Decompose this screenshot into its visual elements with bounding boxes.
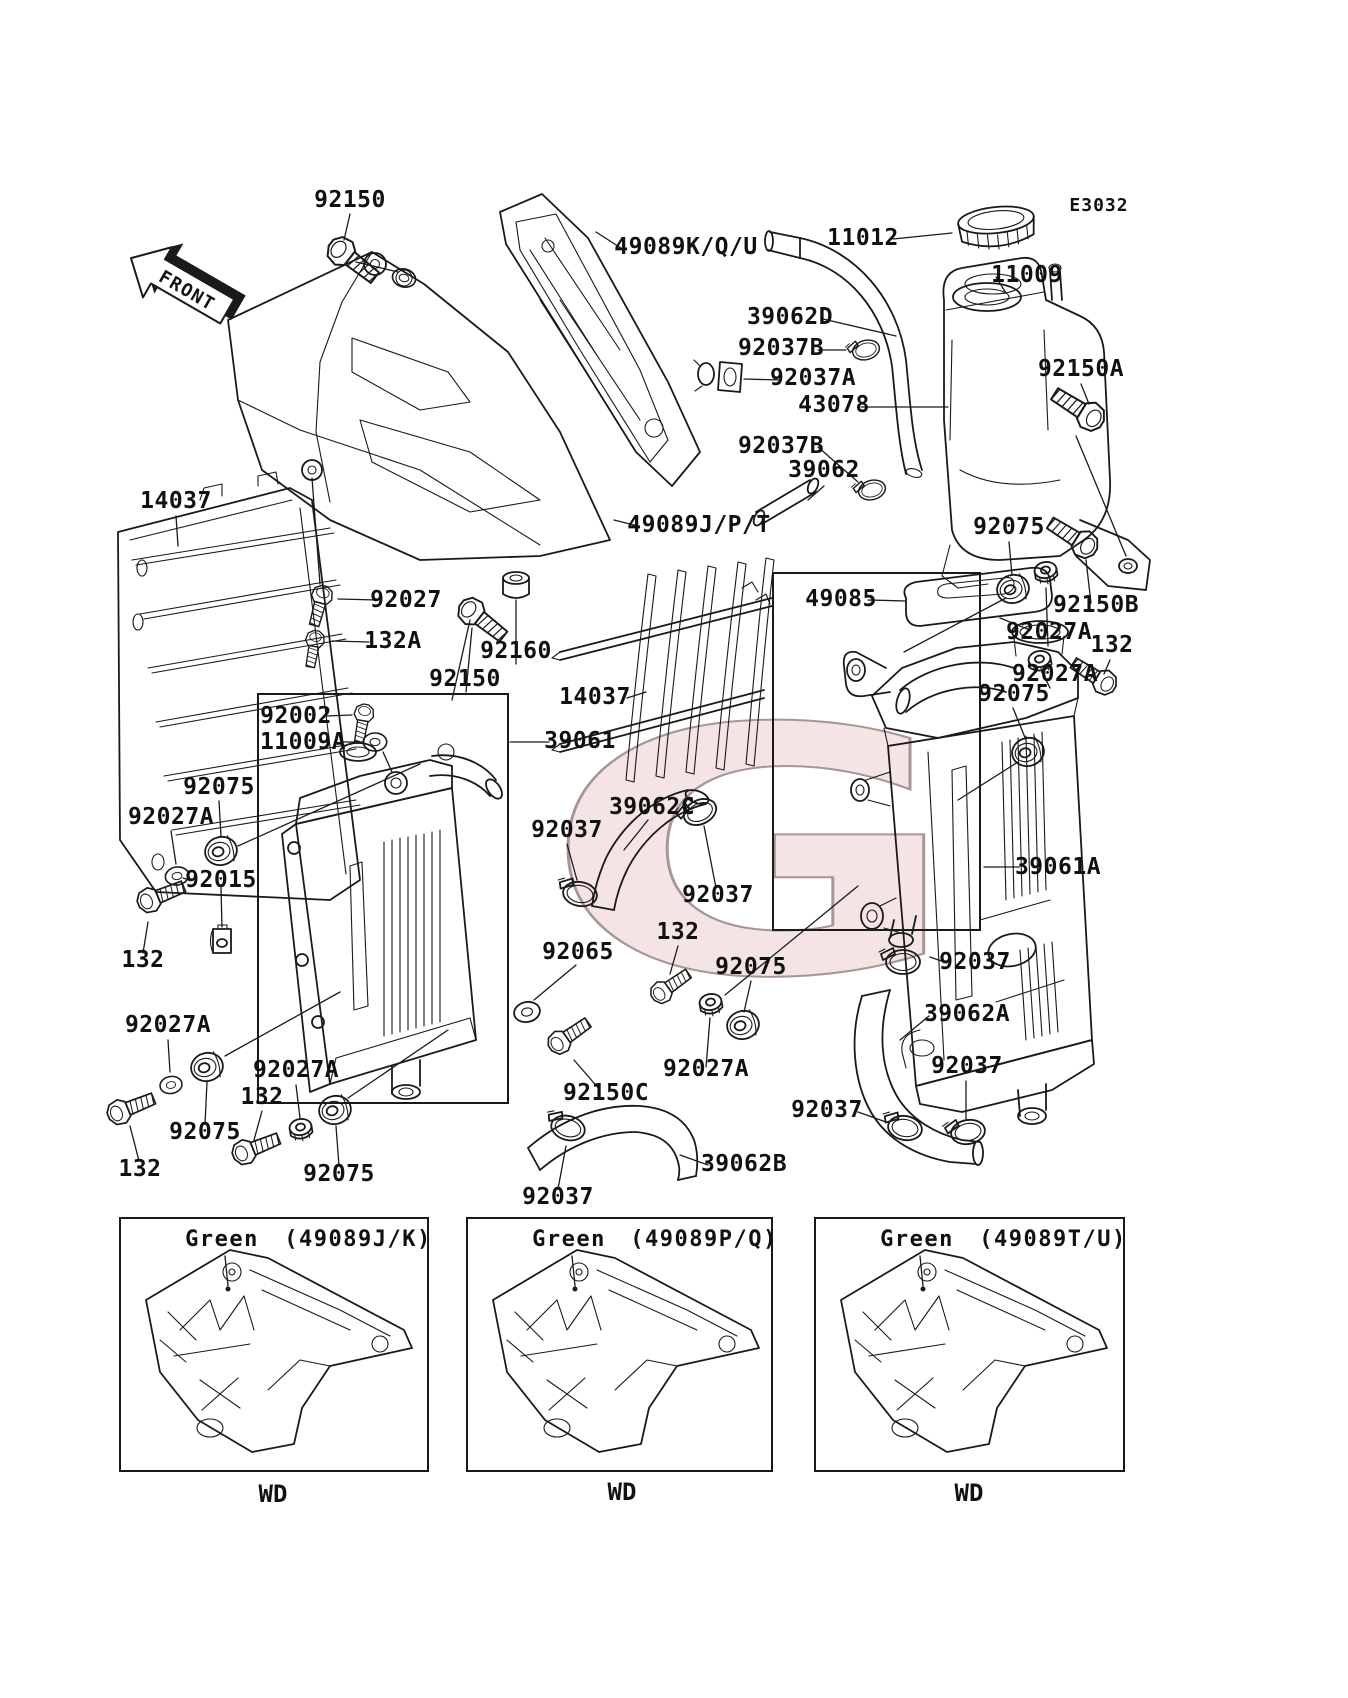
part-label-92075-R1: 92075 [973,514,1045,540]
variant-code-label: (49089J/K) [284,1227,431,1252]
leader-lines [129,213,1127,1190]
part-label-39061: 39061 [544,728,616,754]
part-label-43078: 43078 [798,392,870,418]
part-label-92037-BC: 92037 [522,1184,594,1210]
hose-39062D-drawing [764,230,923,478]
part-label-39062: 39062 [788,457,860,483]
reserve-tank-drawing [941,202,1151,591]
part-label-92037-R1: 92037 [939,949,1011,975]
variant-box-2: Green (49089P/Q) WD [466,1217,777,1506]
part-label-11012: 11012 [827,225,899,251]
artwork-layer: FRONT E3032 [103,193,1151,1190]
bolt-92150A [1045,380,1111,437]
part-label-132-R: 132 [1090,632,1133,658]
part-label-39061A: 39061A [1015,854,1101,880]
variant-footer: WD [955,1479,984,1507]
part-label-92075-L: 92075 [183,774,255,800]
louver-middle-drawing [551,557,775,783]
part-label-132-MC: 132 [656,919,699,945]
part-label-39062D: 39062D [747,304,833,330]
part-label-92002: 92002 [260,703,332,729]
part-label-92027: 92027 [370,587,442,613]
bolt-132A [300,628,327,670]
variant-code-label: (49089T/U) [979,1227,1126,1252]
louver-left-drawing [117,471,361,901]
hose-39062B-drawing [527,1104,699,1181]
part-label-11009: 11009 [991,262,1063,288]
part-label-132-B2: 132 [240,1084,283,1110]
part-label-92037-BM: 92037 [791,1097,863,1123]
damper-92160 [502,571,530,599]
part-label-92150C: 92150C [563,1080,649,1106]
variant-footer: WD [608,1478,637,1506]
part-label-92150A: 92150A [1038,356,1124,382]
part-label-49089JPT: 49089J/P/T [627,512,770,538]
part-label-92027A-R1: 92027A [1006,619,1092,645]
variant-color-label: Green [532,1227,606,1252]
part-label-92150B: 92150B [1053,592,1139,618]
variant-color-label: Green [880,1227,954,1252]
part-label-92027A-B2: 92027A [253,1057,339,1083]
part-label-92037-MC: 92037 [682,882,754,908]
part-label-11009A: 11009A [260,729,346,755]
radiator-left-group [257,693,509,1104]
part-label-132A: 132A [364,628,421,654]
part-label-92027A-R2: 92027A [1012,661,1098,687]
part-label-92015: 92015 [185,867,257,893]
bolt-132-left [133,874,189,917]
part-label-92075-B2: 92075 [303,1161,375,1187]
part-label-92037-R2: 92037 [931,1053,1003,1079]
variant-code-label: (49089P/Q) [630,1227,777,1252]
part-label-39062C: 39062C [609,794,695,820]
part-label-92075-R2: 92075 [978,681,1050,707]
group-box-39061 [257,693,509,1104]
part-label-92027A-B1: 92027A [125,1012,211,1038]
part-label-132-L1: 132 [121,947,164,973]
part-label-92150-top: 92150 [314,187,386,213]
part-label-92150-2: 92150 [429,666,501,692]
variant-footer: WD [259,1480,288,1508]
part-label-49085: 49085 [805,586,877,612]
part-label-92037-ML: 92037 [531,817,603,843]
variant-color-label: Green [185,1227,259,1252]
part-labels-layer: 92150 49089K/Q/U 11012 11009 39062D 92037B 920… [118,187,1139,1210]
group-box-39061A [772,572,981,931]
front-direction-arrow: FRONT [130,243,246,325]
bolt-92002 [348,702,376,745]
variant-box-1: Green (49089J/K) WD [119,1217,431,1508]
part-label-92075-B1: 92075 [169,1119,241,1145]
diagram-code: E3032 [1069,195,1128,216]
bolt-132-b1 [103,1086,159,1129]
hose-39062-drawing [752,477,820,527]
part-label-132-B1: 132 [118,1156,161,1182]
variant-box-3: Green (49089T/U) WD [814,1217,1126,1507]
clamp-92037A-drawing [693,359,743,393]
part-label-49089KQU: 49089K/Q/U [614,234,757,260]
bolt-92150B [1041,510,1104,564]
variant-boxes: Green (49089J/K) WD Green (49089P/Q) WD … [119,1217,1126,1508]
part-label-92037A: 92037A [770,365,856,391]
part-label-92160: 92160 [480,638,552,664]
part-label-39062B: 39062B [701,1151,787,1177]
part-label-39062A: 39062A [924,1001,1010,1027]
shroud-inner-drawing [499,193,701,487]
part-label-92065: 92065 [542,939,614,965]
part-label-14037-M: 14037 [559,684,631,710]
clipnut-92015 [209,924,232,954]
shroud-left-drawing [227,251,611,561]
part-label-92037B-1: 92037B [738,335,824,361]
bolt-92150-top [320,230,385,290]
part-label-92027A-MB: 92027A [663,1056,749,1082]
watermark-g: G [543,657,962,1052]
part-label-92037B-2: 92037B [738,433,824,459]
part-label-92075-MC: 92075 [715,954,787,980]
part-label-92027A-L: 92027A [128,804,214,830]
part-label-14037-L: 14037 [140,488,212,514]
